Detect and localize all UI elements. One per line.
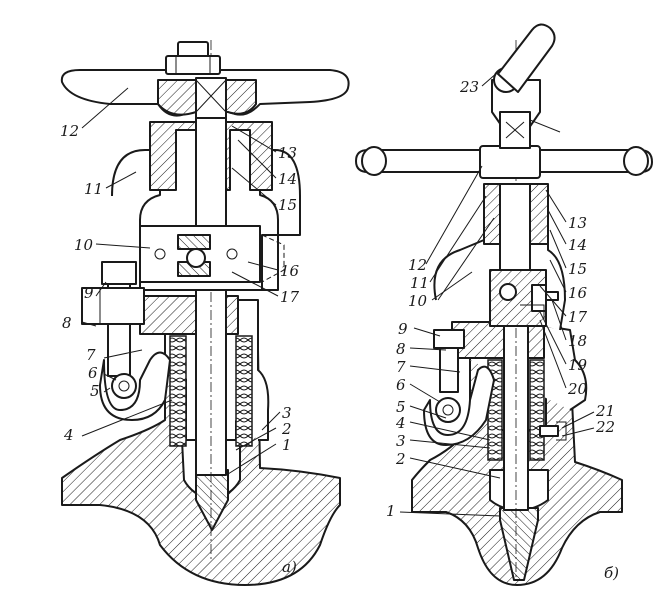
label-a-13: 13: [278, 144, 297, 162]
label-b-1: 1: [386, 502, 396, 520]
label-a-12: 12: [60, 122, 79, 140]
label-a-9: 9: [84, 284, 94, 302]
valve-a: а): [60, 40, 350, 586]
label-b-20: 20: [567, 380, 588, 398]
label-b-13: 13: [568, 214, 587, 232]
label-a-14: 14: [278, 170, 297, 188]
label-b-14: 14: [568, 236, 587, 254]
label-a-11: 11: [84, 180, 103, 198]
label-b-19: 19: [568, 356, 588, 374]
figure-a-labels: 12 13 14 15 11 10 16 17 9 8 7 6 5 4 3 2 …: [60, 122, 300, 454]
valve-b-packing-right: [529, 359, 545, 461]
label-a-8: 8: [62, 314, 72, 332]
label-b-5: 5: [396, 398, 406, 416]
label-a-17: 17: [280, 288, 300, 306]
label-b-4: 4: [395, 414, 406, 432]
label-a-6: 6: [88, 364, 98, 382]
label-a-15: 15: [278, 196, 297, 214]
label-a-3: 3: [282, 404, 292, 422]
leader-lines: [81, 71, 595, 517]
label-a-10: 10: [74, 236, 94, 254]
valve-a-packing-left: [169, 335, 187, 447]
caption-b: б): [604, 564, 619, 582]
label-a-2: 2: [281, 420, 292, 438]
label-b-16: 16: [568, 284, 588, 302]
label-b-21: 21: [595, 402, 615, 420]
label-b-11: 11: [410, 274, 429, 292]
valve-b: б): [355, 23, 653, 586]
valve-b-swivel-tube: [497, 23, 556, 93]
label-b-10: 10: [408, 292, 428, 310]
label-a-1: 1: [282, 436, 292, 454]
caption-a: а): [282, 558, 297, 576]
valve-a-packing-right: [235, 335, 253, 447]
label-b-17: 17: [568, 308, 588, 326]
valve-b-gland: [451, 321, 545, 359]
label-a-5: 5: [90, 382, 100, 400]
figure-b-labels: 23 13 14 15 12 11 16 17 10 18 19 20 9 8 …: [386, 78, 615, 520]
label-a-16: 16: [280, 262, 300, 280]
label-b-15: 15: [568, 260, 587, 278]
label-b-8: 8: [396, 340, 406, 358]
valve-b-eyebolt: [423, 365, 495, 446]
label-b-2: 2: [395, 450, 406, 468]
label-b-7: 7: [396, 358, 406, 376]
label-b-3: 3: [396, 432, 406, 450]
label-a-7: 7: [86, 346, 96, 364]
label-b-9: 9: [398, 320, 408, 338]
label-b-6: 6: [396, 376, 406, 394]
label-b-22: 22: [595, 418, 615, 436]
label-a-4: 4: [63, 426, 74, 444]
label-b-12: 12: [408, 256, 427, 274]
valve-b-plug: [499, 507, 539, 581]
label-b-18: 18: [568, 332, 587, 350]
label-b-23: 23: [459, 78, 479, 96]
